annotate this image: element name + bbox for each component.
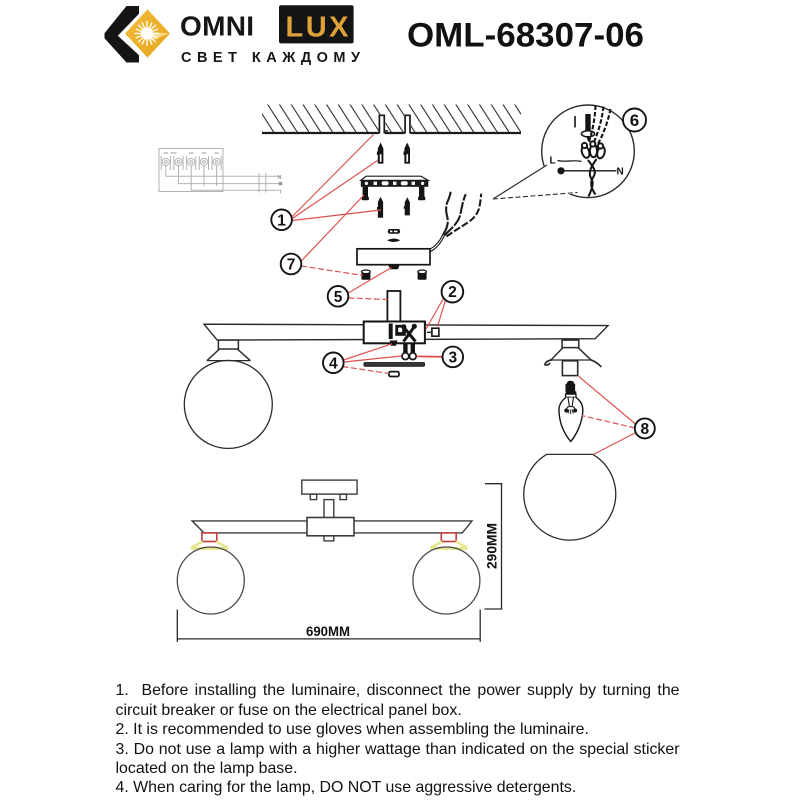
svg-text:8: 8 (640, 421, 649, 438)
svg-text:6: 6 (630, 111, 639, 130)
svg-text:LUX: LUX (286, 12, 350, 44)
svg-text:L: L (550, 156, 556, 167)
svg-text:3: 3 (448, 349, 457, 366)
svg-text:4: 4 (329, 355, 338, 372)
svg-text:290MM: 290MM (485, 523, 500, 569)
svg-text:N: N (617, 167, 624, 178)
svg-text:7: 7 (287, 257, 296, 274)
svg-text:OMNI: OMNI (180, 11, 254, 42)
svg-text:OML-68307-06: OML-68307-06 (407, 17, 644, 55)
svg-text:690MM: 690MM (306, 624, 350, 639)
svg-text:5: 5 (334, 289, 343, 306)
svg-text:1: 1 (277, 212, 286, 229)
svg-text:2: 2 (448, 284, 457, 301)
svg-text:N: N (278, 175, 282, 181)
svg-text:СВЕТ КАЖДОМУ: СВЕТ КАЖДОМУ (181, 50, 361, 66)
